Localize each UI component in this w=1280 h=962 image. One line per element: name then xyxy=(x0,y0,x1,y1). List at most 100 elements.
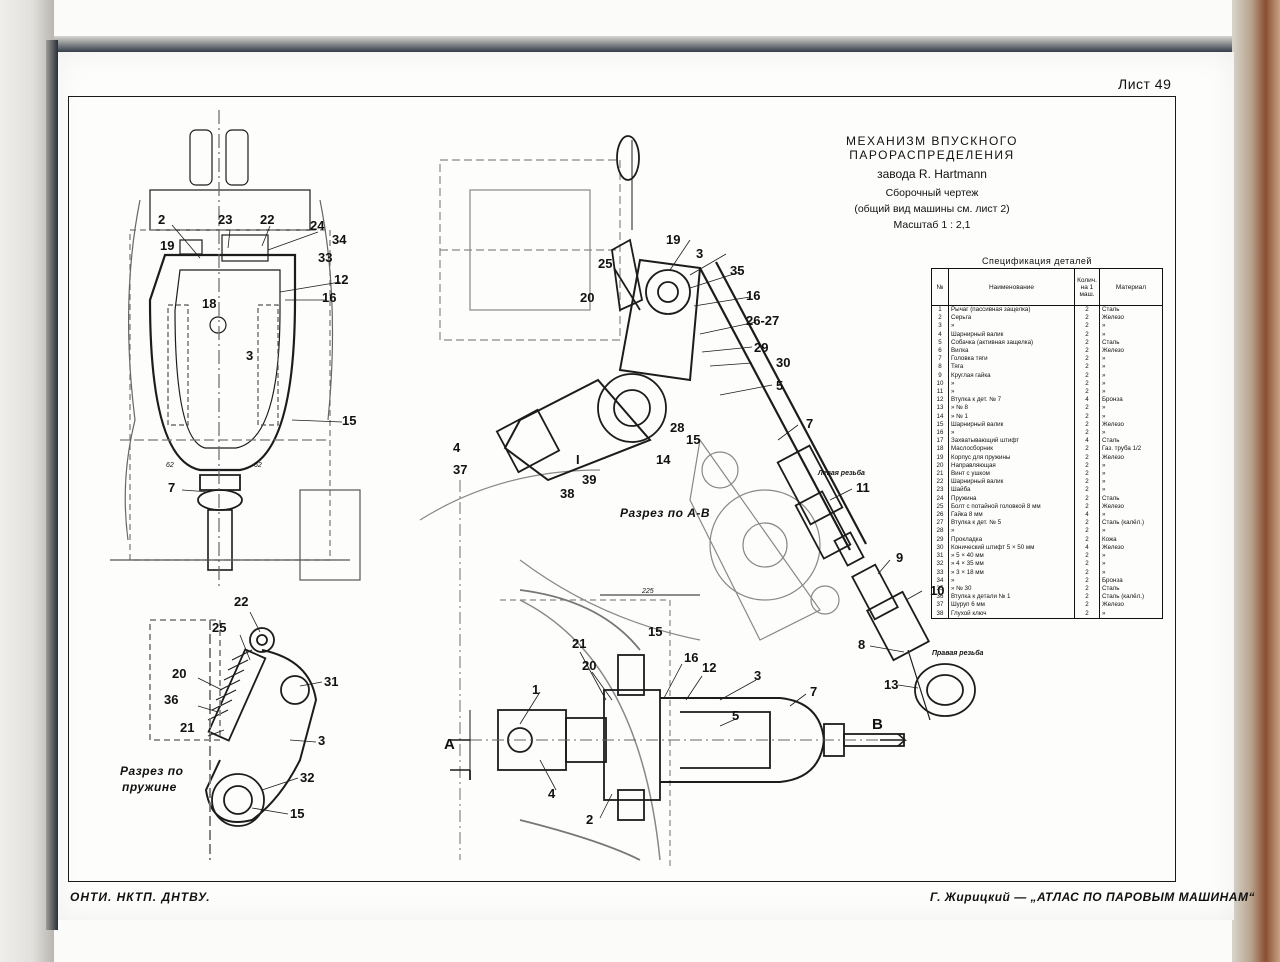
callout-25b: 25 xyxy=(598,256,613,271)
callout-1b: I xyxy=(576,452,580,467)
spec-cell-material: » xyxy=(1099,461,1163,471)
spec-cell-material: » xyxy=(1099,330,1163,339)
callout-38: 38 xyxy=(560,486,575,501)
callout-15c: 15 xyxy=(290,806,305,821)
spec-header-material: Материал xyxy=(1099,268,1163,306)
top-binding xyxy=(54,36,1244,54)
spec-cell-material: Сталь xyxy=(1099,584,1163,594)
callout-26-27: 26-27 xyxy=(746,313,780,328)
left-page-edge xyxy=(0,0,54,962)
spec-cell-material: Сталь xyxy=(1099,338,1163,348)
spec-cell-material: » xyxy=(1099,470,1163,479)
callout-16b: 16 xyxy=(746,288,761,303)
spec-title: Спецификация деталей xyxy=(982,256,1092,266)
spec-header-name: Наименование xyxy=(948,268,1075,306)
spec-cell-material: Железо xyxy=(1099,453,1163,462)
spec-cell-material: Бронза xyxy=(1099,576,1163,585)
spec-row: 16»2» xyxy=(931,429,1163,438)
note-right-thread: Правая резьба xyxy=(932,650,984,657)
right-cover-edge xyxy=(1232,0,1280,962)
parts-specification-table: № Наименование Колич. на 1 маш. Материал… xyxy=(931,268,1163,619)
dim-225: 225 xyxy=(642,588,654,595)
spec-cell-material: » xyxy=(1099,379,1163,389)
spec-cell-material: Железо xyxy=(1099,502,1163,512)
callout-21d: 21 xyxy=(572,636,587,651)
sheet-number: Лист 49 xyxy=(1118,76,1172,92)
spec-cell-material: » xyxy=(1099,568,1163,577)
spec-cell-material: » xyxy=(1099,388,1163,397)
callout-20b: 20 xyxy=(580,290,595,305)
top-left-elevation-view xyxy=(110,110,361,590)
spec-row: 3»2» xyxy=(931,322,1163,331)
title-scale: Масштаб 1 : 2,1 xyxy=(893,219,971,231)
callout-10: 10 xyxy=(930,583,945,598)
callout-32: 32 xyxy=(300,770,315,785)
section-marker-b: B xyxy=(872,716,883,733)
callout-21c: 21 xyxy=(180,720,195,735)
callout-19b: 19 xyxy=(666,232,681,247)
section-label-spring-1: Разрез по xyxy=(120,764,184,778)
callout-35: 35 xyxy=(730,263,745,278)
callout-2: 2 xyxy=(158,212,166,227)
callout-5b: 5 xyxy=(776,378,784,393)
callout-15d: 15 xyxy=(648,624,663,639)
callout-25c: 25 xyxy=(212,620,227,635)
callout-12: 12 xyxy=(334,272,349,287)
spec-header-qty: Колич. на 1 маш. xyxy=(1074,268,1100,306)
callout-11: 11 xyxy=(856,480,870,495)
callout-24: 24 xyxy=(310,218,325,233)
callout-15b: 15 xyxy=(686,432,701,447)
callout-7d: 7 xyxy=(810,684,818,699)
callout-16: 16 xyxy=(322,290,337,305)
book-title-footer: Г. Жирицкий — „АТЛАС ПО ПАРОВЫМ МАШИНАМ“ xyxy=(930,890,1255,904)
spec-cell-material: Железо xyxy=(1099,314,1163,323)
spec-cell-material: Газ. труба 1/2 xyxy=(1099,445,1163,454)
callout-4d: 4 xyxy=(548,786,556,801)
lever-assembly-section xyxy=(495,135,867,567)
spec-cell-material: » xyxy=(1099,478,1163,487)
dim-62-left: 62 xyxy=(166,462,174,469)
spec-cell-material: Бронза xyxy=(1099,396,1163,405)
callout-31: 31 xyxy=(324,674,339,689)
spec-cell-material: Сталь xyxy=(1099,305,1163,315)
callout-37: 37 xyxy=(453,462,468,477)
leader-lines xyxy=(171,224,923,819)
title-reference: (общий вид машины см. лист 2) xyxy=(854,203,1010,215)
callout-19: 19 xyxy=(160,238,175,253)
dim-62-right: 62 xyxy=(254,462,262,469)
spec-row: 10»2» xyxy=(931,379,1163,389)
callout-7b: 7 xyxy=(806,416,814,431)
callout-15: 15 xyxy=(342,413,357,428)
callout-4b: 4 xyxy=(453,440,461,455)
callout-28: 28 xyxy=(670,420,685,435)
callout-13: 13 xyxy=(884,677,899,692)
spec-cell-material: Железо xyxy=(1099,601,1163,610)
callout-16d: 16 xyxy=(684,650,699,665)
spec-row: 11»2» xyxy=(931,388,1163,397)
rod-end-assembly xyxy=(851,563,976,721)
spec-cell-material: Железо xyxy=(1099,543,1163,553)
title-block: МЕХАНИЗМ ВПУСКНОГО ПАРОРАСПРЕДЕЛЕНИЯ зав… xyxy=(762,134,1102,231)
callout-20d: 20 xyxy=(582,658,597,673)
callout-22: 22 xyxy=(260,212,275,227)
spec-cell-material: » xyxy=(1099,363,1163,372)
